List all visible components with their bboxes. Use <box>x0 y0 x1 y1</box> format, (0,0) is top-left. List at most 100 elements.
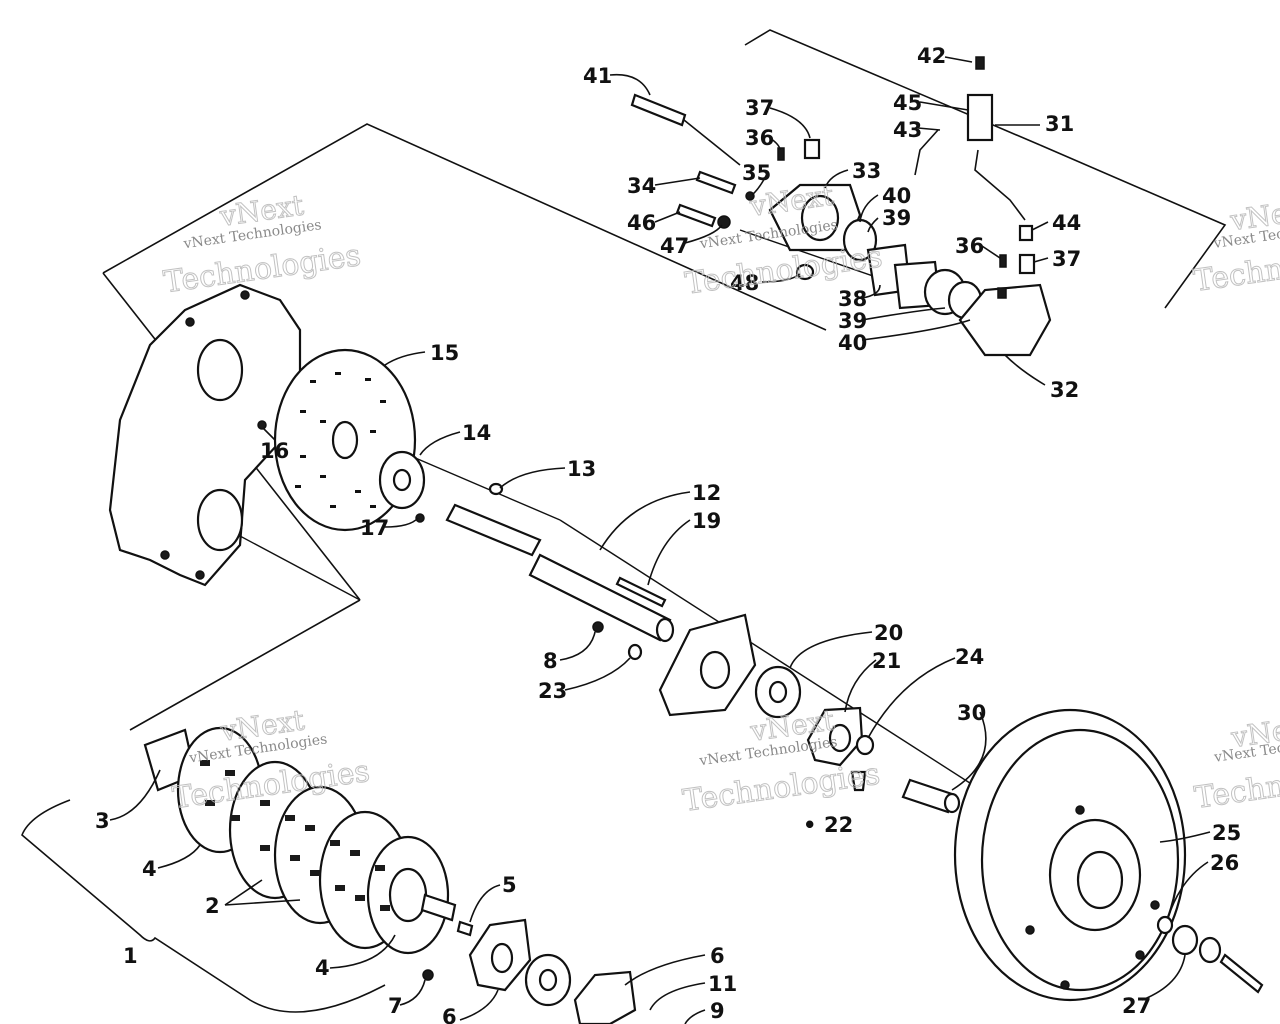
tee-fitting-45 <box>966 93 994 142</box>
bolt-17 <box>415 513 425 523</box>
watermark-lower-right: vNext vNext Technologies Technologies <box>1192 709 1280 816</box>
callout-22: 22 <box>824 813 853 837</box>
callout-45: 45 <box>893 91 922 115</box>
fitting-44 <box>1018 224 1034 242</box>
callout-2: 2 <box>205 894 220 918</box>
callout-4b: 4 <box>315 956 330 980</box>
group-brackets <box>21 29 1227 1013</box>
nut-47 <box>717 215 731 229</box>
washer-24 <box>855 734 875 756</box>
washer-27 <box>1171 924 1199 956</box>
callout-32: 32 <box>1050 378 1079 402</box>
callout-43: 43 <box>893 118 922 142</box>
brake-cable-end <box>630 93 687 127</box>
callout-6b: 6 <box>442 1005 457 1024</box>
callout-4: 4 <box>142 857 157 881</box>
callout-48: 48 <box>730 271 759 295</box>
fitting-37 <box>803 138 821 160</box>
caliper-half-rear <box>958 283 1052 357</box>
bearing-flange-plate <box>592 613 757 717</box>
bolt-16 <box>257 420 267 430</box>
bolt-22 <box>850 770 867 792</box>
callout-11: 11 <box>708 972 737 996</box>
watermark-upper-left: vNext vNext Technologies Technologies <box>161 188 363 301</box>
caliper-group-bracket-left <box>102 123 827 331</box>
callout-7: 7 <box>388 994 403 1018</box>
bearing-flange <box>806 706 875 792</box>
disc-hub <box>257 420 426 523</box>
callout-37: 37 <box>745 96 774 120</box>
callout-33: 33 <box>852 159 881 183</box>
gear-group-bracket <box>21 799 386 1013</box>
bolt-7 <box>422 969 434 981</box>
callout-40b: 40 <box>838 331 867 355</box>
callout-42: 42 <box>917 44 946 68</box>
bolt-46 <box>675 203 717 228</box>
callout-13: 13 <box>567 457 596 481</box>
callout-25: 25 <box>1212 821 1241 845</box>
callout-37b: 37 <box>1052 247 1081 271</box>
callout-5: 5 <box>502 873 517 897</box>
driven-sprocket <box>953 708 1264 1002</box>
callout-16: 16 <box>260 439 289 463</box>
callout-36b: 36 <box>955 234 984 258</box>
bleeder-36b <box>999 254 1007 268</box>
callout-9: 9 <box>710 999 725 1023</box>
callout-8: 8 <box>543 649 558 673</box>
callout-15: 15 <box>430 341 459 365</box>
callout-6: 6 <box>710 944 725 968</box>
callout-21: 21 <box>872 649 901 673</box>
jackshaft <box>445 482 675 643</box>
callout-3: 3 <box>95 809 110 833</box>
shaft-key <box>615 576 667 608</box>
callout-34: 34 <box>627 174 656 198</box>
brake-line-upper <box>914 129 939 176</box>
callout-39: 39 <box>882 206 911 230</box>
dot-22: • <box>803 813 816 837</box>
callout-14: 14 <box>462 421 491 445</box>
fitting-37b <box>1018 253 1036 275</box>
callout-38: 38 <box>838 287 867 311</box>
woodruff-key <box>488 482 504 496</box>
leader-lines <box>109 56 1211 1024</box>
callout-44: 44 <box>1052 211 1081 235</box>
bearing <box>754 665 802 719</box>
callout-12: 12 <box>692 481 721 505</box>
bolt-5 <box>456 920 474 937</box>
washer-26 <box>1156 915 1174 935</box>
callout-labels: 41 42 45 43 31 37 36 35 33 34 40 39 46 4… <box>95 44 1241 1024</box>
washer-23 <box>627 643 643 661</box>
lower-bearing-set <box>422 918 637 1024</box>
caliper-group-bracket-right <box>1039 144 1227 309</box>
watermark-upper-right: vNext vNext Technologies Technologies <box>1191 192 1280 299</box>
gear-cluster <box>143 726 474 955</box>
callout-20: 20 <box>874 621 903 645</box>
callout-19: 19 <box>692 509 721 533</box>
callout-36: 36 <box>745 126 774 150</box>
callout-39b: 39 <box>838 309 867 333</box>
housing-bracket-lower <box>129 599 361 731</box>
callout-17: 17 <box>360 516 389 540</box>
callout-30: 30 <box>957 701 986 725</box>
chaincase-housing <box>108 283 302 587</box>
callout-23: 23 <box>538 679 567 703</box>
callout-24: 24 <box>955 645 984 669</box>
spacer-sleeve <box>901 778 961 814</box>
callout-41: 41 <box>583 64 612 88</box>
washer-48 <box>795 263 815 281</box>
callout-27: 27 <box>1122 994 1151 1018</box>
bleeder-42 <box>975 56 985 70</box>
callout-40: 40 <box>882 184 911 208</box>
callout-31: 31 <box>1045 112 1074 136</box>
callout-47: 47 <box>660 234 689 258</box>
callout-35: 35 <box>742 161 771 185</box>
bolt-34 <box>695 170 737 195</box>
nut-8 <box>592 621 604 633</box>
brake-line <box>974 149 1026 221</box>
callout-1: 1 <box>123 944 138 968</box>
axle-bolt <box>1219 953 1264 994</box>
callout-46: 46 <box>627 211 656 235</box>
callout-26: 26 <box>1210 851 1239 875</box>
bleeder-36 <box>777 147 785 161</box>
